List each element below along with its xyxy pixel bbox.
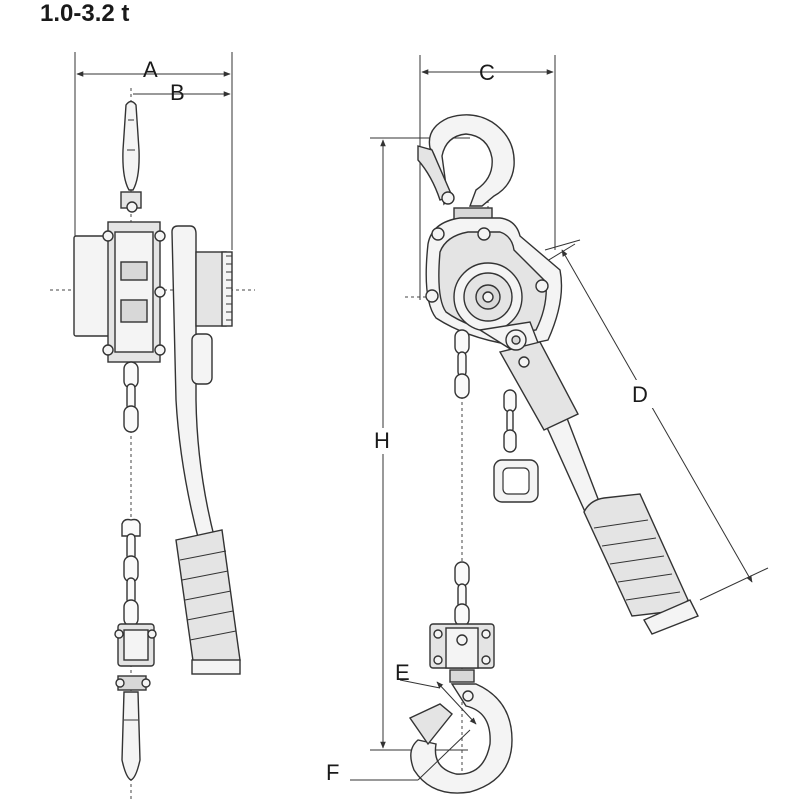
side-bottom-block bbox=[429, 623, 495, 683]
dimension-c-label: C bbox=[479, 60, 495, 85]
front-lever-grip bbox=[175, 529, 241, 675]
side-hand-chain bbox=[493, 389, 539, 503]
front-bottom-block bbox=[114, 623, 157, 781]
front-load-chain-lower bbox=[121, 518, 141, 627]
dimension-d-label: D bbox=[632, 382, 648, 407]
front-top-hook bbox=[120, 100, 142, 209]
side-body bbox=[425, 217, 563, 347]
dimension-b-label: B bbox=[170, 80, 185, 105]
front-lever bbox=[171, 225, 216, 546]
side-lever-grip bbox=[583, 493, 699, 635]
front-load-chain-upper bbox=[123, 361, 139, 433]
brake-cover bbox=[195, 251, 227, 327]
dimension-h-label: H bbox=[374, 428, 390, 453]
front-view: A B bbox=[50, 52, 255, 800]
side-top-hook bbox=[417, 114, 515, 223]
side-view: C H D bbox=[326, 55, 769, 794]
dimension-e-label: E bbox=[395, 660, 410, 685]
side-load-chain-lower bbox=[454, 561, 470, 627]
dimension-f-label: F bbox=[326, 760, 339, 785]
capacity-title: 1.0-3.2 t bbox=[40, 0, 130, 27]
side-load-chain-upper bbox=[454, 329, 470, 399]
dimension-a-label: A bbox=[143, 57, 158, 82]
